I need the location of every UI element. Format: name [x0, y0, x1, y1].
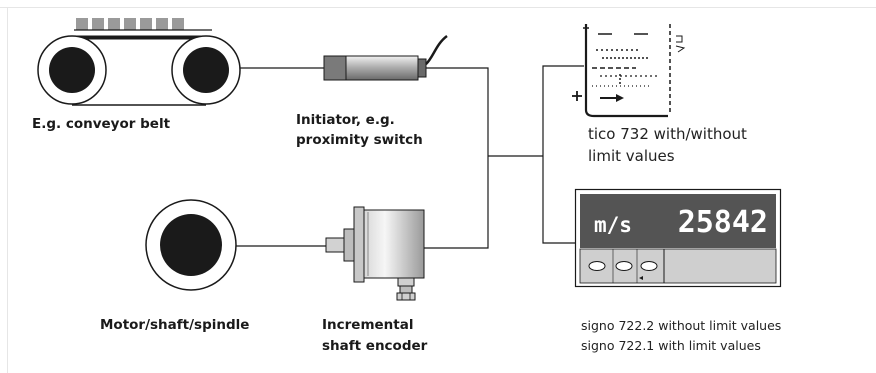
belt-blocks	[76, 18, 184, 30]
tico-732-device	[572, 24, 686, 118]
label-conveyor-belt: E.g. conveyor belt	[32, 116, 171, 132]
label-encoder-line1: Incremental	[322, 317, 414, 333]
conveyor-belt	[37, 18, 241, 106]
label-tico-line2: limit values	[588, 147, 675, 165]
label-encoder-line2: shaft encoder	[322, 338, 428, 354]
display-value: 25842	[678, 205, 768, 240]
display-unit: m/s	[594, 213, 632, 237]
label-signo-line1: signo 722.2 without limit values	[581, 318, 782, 333]
signo-display-panel	[580, 194, 776, 248]
shaft-encoder	[236, 206, 425, 301]
label-tico-line1: tico 732 with/without	[588, 125, 747, 143]
label-motor-shaft-spindle: Motor/shaft/spindle	[100, 317, 250, 333]
proximity-switch	[240, 34, 448, 81]
label-initiator-line2: proximity switch	[296, 132, 423, 148]
label-signo-line2: signo 722.1 with limit values	[581, 338, 761, 353]
motor-shaft	[145, 199, 237, 291]
signo-722-device: m/s 25842	[574, 188, 782, 288]
label-initiator-line1: Initiator, e.g.	[296, 112, 395, 128]
wiring	[424, 65, 584, 249]
